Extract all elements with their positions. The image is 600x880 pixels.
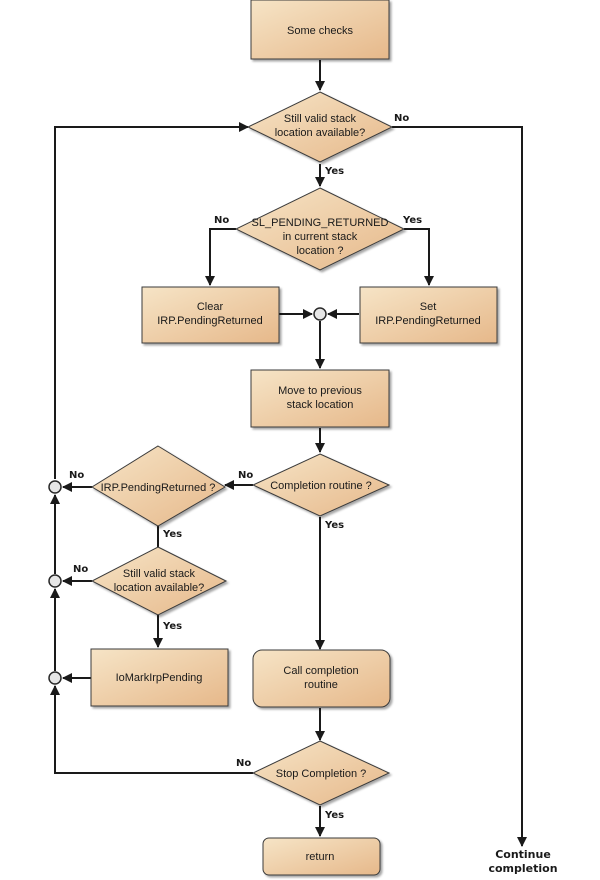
node-stop-completion: Stop Completion ? [251,740,391,806]
node-label: IRP.PendingReturned [375,315,481,327]
node-clear-pending-returned: Clear IRP.PendingReturned [141,286,280,344]
node-label: Stop Completion ? [276,768,367,780]
node-valid-stack-2: Still valid stack location available? [90,546,228,616]
label-yes: Yes [324,520,344,531]
node-label: return [306,851,335,863]
node-label: location available? [275,127,366,139]
node-valid-stack-1: Still valid stack location available? [246,91,394,163]
terminal-label: completion [488,862,557,875]
node-label: Call completion [283,665,358,677]
junction-merge-icon [313,307,327,321]
label-no: No [73,564,88,575]
label-yes: Yes [324,166,344,177]
node-set-pending-returned: Set IRP.PendingReturned [359,286,498,344]
node-move-previous-stack: Move to previous stack location [250,369,390,428]
edge-loop-back [54,122,249,479]
node-label: in current stack [283,231,358,243]
node-label: routine [304,679,338,691]
node-label: Completion routine ? [270,480,372,492]
label-yes: Yes [402,215,422,226]
node-label: location ? [296,245,343,257]
edge-sl-pending-no [205,228,236,286]
node-label: IRP.PendingReturned [157,315,263,327]
label-no: No [236,758,251,769]
label-yes: Yes [162,529,182,540]
node-label: Set [420,301,437,313]
node-irp-pending-returned: IRP.PendingReturned ? [91,445,226,527]
terminal-continue-completion: Continue completion [488,848,557,875]
junction-loop-2-icon [48,574,62,588]
node-label: Clear [197,301,224,313]
junction-loop-3-icon [48,671,62,685]
edge-stop-no [50,685,253,774]
node-label: stack location [287,399,354,411]
node-label: IRP.PendingReturned ? [101,482,216,494]
edge-valid-stack-no [392,126,527,847]
label-yes: Yes [162,621,182,632]
node-completion-routine: Completion routine ? [251,453,391,517]
node-label: SL_PENDING_RETURNED [252,217,389,229]
node-call-completion-routine: Call completion routine [252,649,391,708]
edge-sl-pending-yes [404,228,434,286]
node-label: location available? [114,582,205,594]
label-no: No [394,113,409,124]
node-label: Still valid stack [284,113,357,125]
label-no: No [69,470,84,481]
connectors [50,60,527,847]
label-yes: Yes [324,810,344,821]
terminal-label: Continue [495,848,551,861]
node-io-mark-irp-pending: IoMarkIrpPending [90,648,229,707]
node-return: return [262,837,381,876]
label-no: No [238,470,253,481]
node-label: Move to previous [278,385,362,397]
node-label: Some checks [287,25,354,37]
label-no: No [214,215,229,226]
node-label: IoMarkIrpPending [116,672,203,684]
node-label: Still valid stack [123,568,196,580]
edge-labels: No Yes No Yes No Yes No Yes No Yes No Ye… [69,113,422,821]
junction-loop-1-icon [48,480,62,494]
node-some-checks: Some checks [250,0,390,60]
node-sl-pending-returned: SL_PENDING_RETURNED in current stack loc… [234,187,406,271]
